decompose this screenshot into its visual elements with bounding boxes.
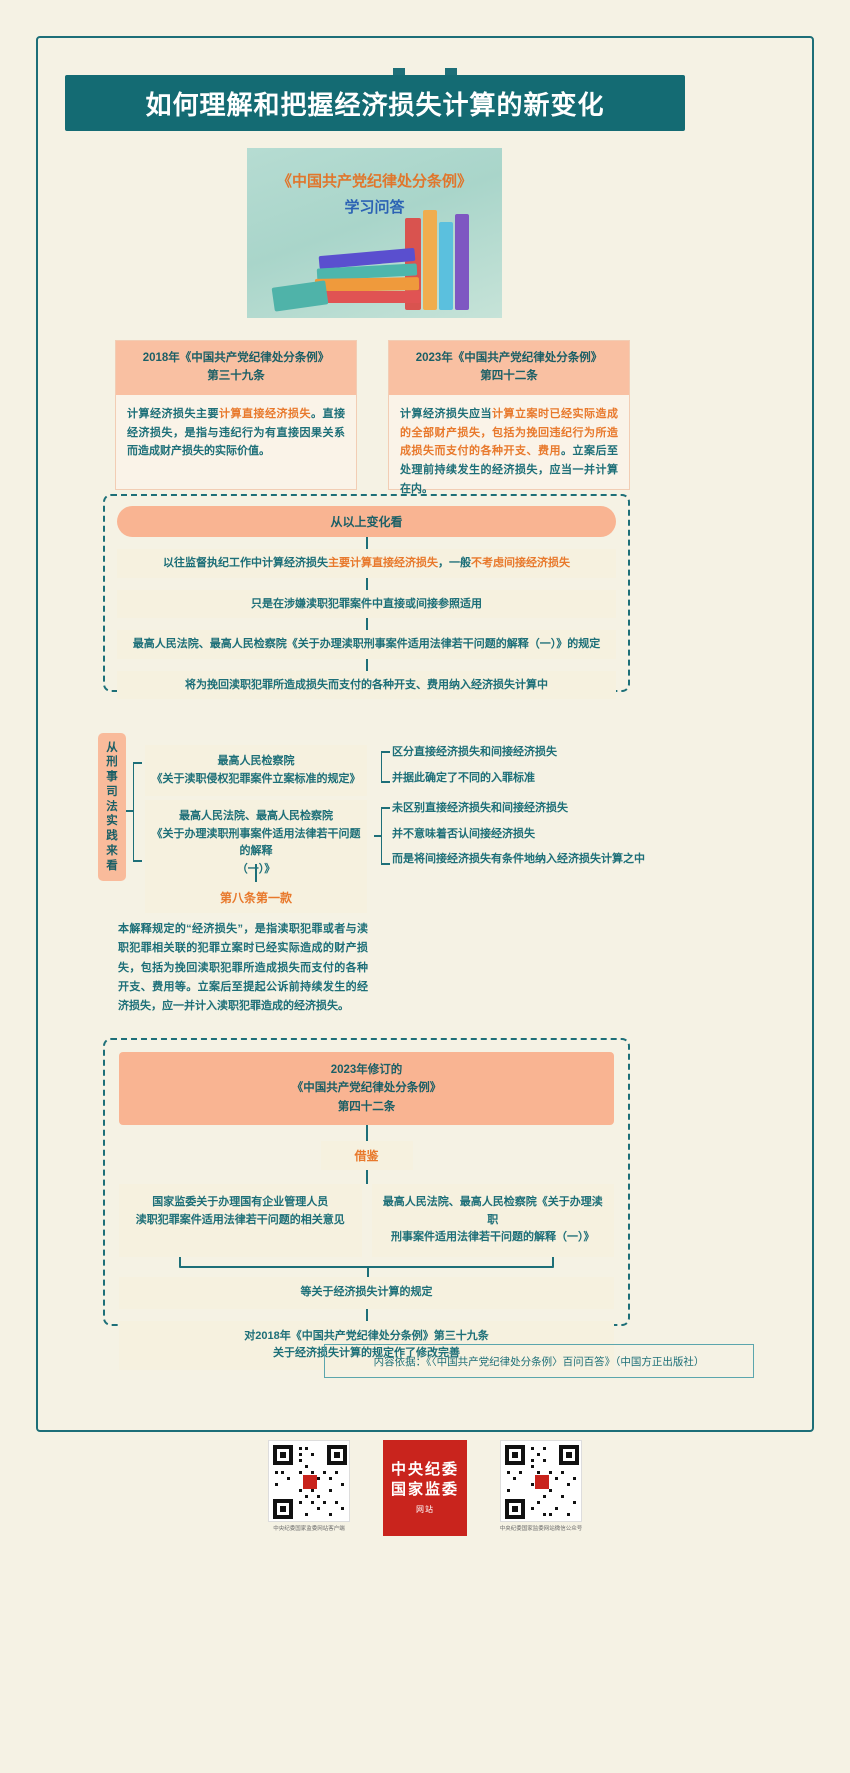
revision-row-2: 对2018年《中国共产党纪律处分条例》第三十九条 关于经济损失计算的规定作了修改… (119, 1320, 614, 1370)
revision-col-right-line1: 最高人民法院、最高人民检察院《关于办理渎职 (382, 1196, 603, 1226)
article-2018-body: 计算经济损失主要计算直接经济损失。直接经济损失，是指与违纪行为有直接因果关系而造… (116, 395, 356, 472)
judicial-side-label: 从刑事司法实践来看 (98, 733, 126, 881)
change-row-2: 只是在涉嫌渎职犯罪案件中直接或间接参照适用 (117, 589, 616, 618)
source-box-procuratorate: 最高人民检察院 《关于渎职侵权犯罪案件立案标准的规定》 (145, 745, 367, 797)
article-box-2023: 2023年《中国共产党纪律处分条例》 第四十二条 计算经济损失应当计算立案时已经… (388, 340, 630, 495)
revision-header-line3: 第四十二条 (337, 1100, 396, 1113)
article-2018-header: 2018年《中国共产党纪律处分条例》 第三十九条 (116, 341, 356, 395)
change-row-1-pre: 以往监督执纪工作中计算经济损失 (163, 557, 328, 569)
source-2-line1: 最高人民法院、最高人民检察院 (179, 810, 333, 822)
book-leaning (271, 280, 329, 312)
footer-qr-area: 中央纪委国家监委网站客户端 中央纪委 国家监委 网站 (0, 1440, 850, 1600)
change-summary-block: 从以上变化看 以往监督执纪工作中计算经济损失主要计算直接经济损失，一般不考虑间接… (103, 494, 630, 699)
qr-code-right-icon[interactable] (500, 1440, 582, 1522)
right-brace-1 (381, 751, 390, 783)
book-title-line1: 《中国共产党纪律处分条例》 (276, 174, 472, 190)
connector-line (365, 1170, 368, 1185)
book-title-line2: 学习问答 (344, 200, 405, 216)
qr-code-left-icon[interactable] (268, 1440, 350, 1522)
right-brace-2-stem (374, 835, 382, 837)
revision-block: 2023年修订的 《中国共产党纪律处分条例》 第四十二条 借鉴 国家监委关于办理… (103, 1038, 630, 1370)
book-stack-4 (313, 291, 421, 303)
connector-line (365, 618, 368, 630)
change-row-1: 以往监督执纪工作中计算经济损失主要计算直接经济损失，一般不考虑间接经济损失 (117, 549, 616, 578)
source-note: 内容依据：《〈中国共产党纪律处分条例〉百问百答》（中国方正出版社） (324, 1344, 754, 1378)
book-spine-blue (439, 222, 453, 310)
article-2023-body: 计算经济损失应当计算立案时已经实际造成的全部财产损失，包括为挽回违纪行为所造成损… (389, 395, 629, 510)
change-row-3: 最高人民法院、最高人民检察院《关于办理渎职刑事案件适用法律若干问题的解释（一）》… (117, 630, 616, 659)
qr-item-left[interactable]: 中央纪委国家监委网站客户端 (261, 1440, 357, 1533)
article-8-body: 本解释规定的“经济损失”，是指渎职犯罪或者与渎职犯罪相关联的犯罪立案时已经实际造… (118, 923, 368, 1012)
connector-line (365, 577, 368, 590)
bullet-1-1: 区分直接经济损失和间接经济损失 (392, 746, 557, 758)
article-2023-header-line2: 第四十二条 (480, 369, 538, 382)
reference-pill: 借鉴 (320, 1141, 413, 1171)
seal-line2: 国家监委 (390, 1480, 459, 1498)
revision-row-2-line1: 对2018年《中国共产党纪律处分条例》第三十九条 (244, 1329, 489, 1342)
change-row-1-hl1: 主要计算直接经济损失 (328, 557, 438, 569)
bullets-source-1: 区分直接经济损失和间接经济损失 并据此确定了不同的入罪标准 (392, 744, 652, 795)
revision-col-left-line2: 渎职犯罪案件适用法律若干问题的相关意见 (135, 1213, 345, 1226)
revision-columns: 国家监委关于办理国有企业管理人员 渎职犯罪案件适用法律若干问题的相关意见 最高人… (119, 1184, 614, 1257)
connector-line (365, 1125, 368, 1142)
bullet-1-2: 并据此确定了不同的入罪标准 (392, 771, 535, 784)
seal-line1: 中央纪委 (390, 1460, 459, 1478)
article-2023-body-pre: 计算经济损失应当 (400, 407, 492, 420)
revision-row-2-line2: 关于经济损失计算的规定作了修改完善 (273, 1347, 460, 1360)
source-1-line2: 《关于渎职侵权犯罪案件立案标准的规定》 (151, 772, 361, 785)
article-8-label: 第八条第一款 (145, 882, 367, 913)
article-2018-header-line1: 2018年《中国共产党纪律处分条例》 (142, 352, 330, 364)
book-stack-3 (314, 277, 420, 292)
change-row-1-hl2: 不考虑间接经济损失 (471, 557, 570, 569)
page-title-banner: 如何理解和把握经济损失计算的新变化 (65, 75, 685, 131)
merge-connector (119, 1256, 614, 1277)
source-1-line1: 最高人民检察院 (217, 755, 295, 767)
revision-col-right-line2: 刑事案件适用法律若干问题的解释（一）》 (391, 1231, 595, 1244)
bullet-2-3: 而是将间接经济损失有条件地纳入经济损失计算之中 (392, 853, 645, 865)
connector-line (365, 537, 368, 549)
bullets-source-2: 未区别直接经济损失和间接经济损失 并不意味着否认间接经济损失 而是将间接经济损失… (392, 800, 662, 877)
central-commission-seal: 中央纪委 国家监委 网站 (383, 1440, 467, 1536)
book-spine-orange (423, 210, 437, 310)
bullet-2-1: 未区别直接经济损失和间接经济损失 (392, 802, 568, 814)
revision-col-left-line1: 国家监委关于办理国有企业管理人员 (152, 1196, 329, 1209)
article-2018-body-highlight: 计算直接经济损失 (219, 407, 311, 420)
source-2-line2: 《关于办理渎职刑事案件适用法律若干问题的解释 (151, 827, 361, 858)
qr-item-right[interactable]: 中央纪委国家监委网站微信公众号 (493, 1440, 589, 1533)
article-2018-body-pre: 计算经济损失主要 (127, 407, 219, 420)
change-row-4: 将为挽回渎职犯罪所造成损失而支付的各种开支、费用纳入经济损失计算中 (117, 670, 616, 699)
article-2023-header-line1: 2023年《中国共产党纪律处分条例》 (415, 352, 603, 364)
revision-header-line2: 《中国共产党纪律处分条例》 (291, 1082, 442, 1095)
source-box-interpretation: 最高人民法院、最高人民检察院 《关于办理渎职刑事案件适用法律若干问题的解释 （一… (145, 800, 367, 887)
article-2023-header: 2023年《中国共产党纪律处分条例》 第四十二条 (389, 341, 629, 395)
connector-line (365, 658, 368, 671)
revision-header-line1: 2023年修订的 (330, 1064, 403, 1076)
seal-sub: 网站 (416, 1505, 434, 1515)
revision-header: 2023年修订的 《中国共产党纪律处分条例》 第四十二条 (119, 1052, 614, 1126)
judicial-side-label-text: 从刑事司法实践来看 (106, 741, 118, 872)
article-2023-body-post: 。立案后至处理前持续发生的经济损失，应当一并计算在内。 (400, 445, 618, 496)
article-2023-body-highlight: 计算立案时已经实际造成的全部财产损失，包括为挽回违纪行为所造成损失而支付的各种开… (400, 407, 618, 458)
article-2018-body-post: 。直接经济损失，是指与违纪行为有直接因果关系而造成财产损失的实际价值。 (127, 407, 345, 458)
left-brace (133, 762, 142, 862)
revision-col-left: 国家监委关于办理国有企业管理人员 渎职犯罪案件适用法律若干问题的相关意见 (119, 1184, 362, 1257)
page-title: 如何理解和把握经济损失计算的新变化 (145, 89, 605, 120)
qr-right-caption: 中央纪委国家监委网站微信公众号 (499, 1526, 583, 1532)
article-2018-header-line2: 第三十九条 (207, 369, 265, 382)
change-row-1-mid: ，一般 (438, 557, 471, 569)
book-spine-purple (455, 214, 469, 310)
bullet-2-2: 并不意味着否认间接经济损失 (392, 827, 535, 840)
connector-line (255, 864, 257, 882)
qr-left-caption: 中央纪委国家监委网站客户端 (273, 1526, 345, 1532)
connector-line (365, 1308, 368, 1321)
article-box-2018: 2018年《中国共产党纪律处分条例》 第三十九条 计算经济损失主要计算直接经济损… (115, 340, 357, 490)
left-brace-stem (126, 810, 134, 812)
change-summary-header: 从以上变化看 (117, 506, 616, 537)
revision-row-1: 等关于经济损失计算的规定 (119, 1276, 614, 1309)
book-cover-image: 《中国共产党纪律处分条例》 学习问答 (247, 148, 502, 318)
revision-col-right: 最高人民法院、最高人民检察院《关于办理渎职 刑事案件适用法律若干问题的解释（一）… (371, 1184, 614, 1257)
